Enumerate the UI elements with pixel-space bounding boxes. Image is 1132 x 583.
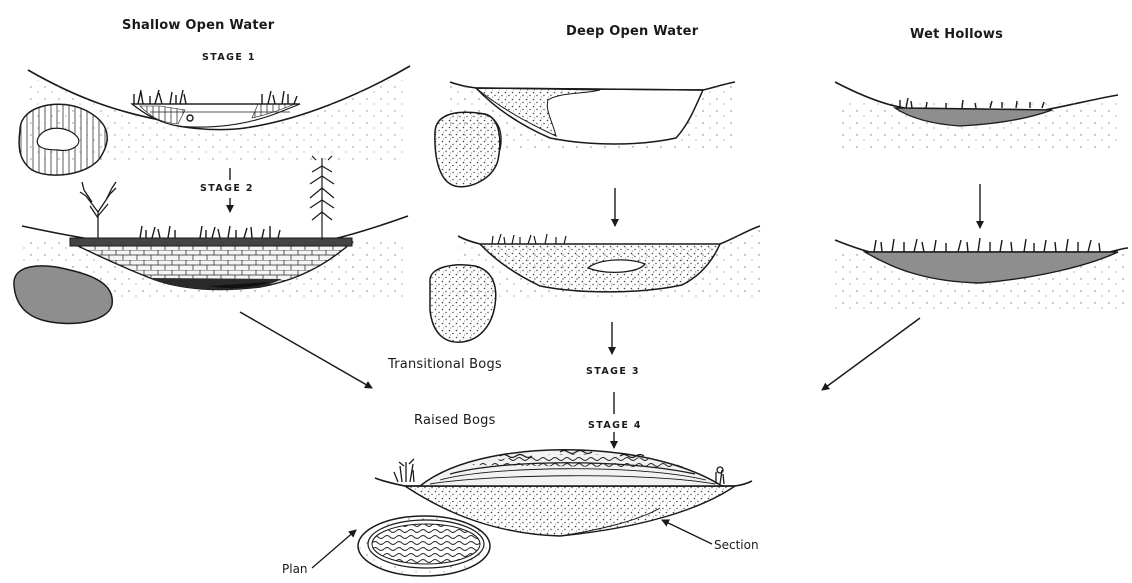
section-label: Section (714, 538, 759, 552)
deep-mid-section (458, 226, 760, 301)
deep-open-water-label: Deep Open Water (566, 24, 698, 39)
stage1-label: STAGE 1 (202, 52, 256, 63)
stage4-label: STAGE 4 (588, 420, 642, 431)
plan-pointer-arrow (312, 530, 356, 568)
stage3-label: STAGE 3 (586, 366, 640, 377)
stage2-label: STAGE 2 (200, 183, 254, 194)
deep-top-plan (435, 112, 501, 186)
deep-mid-plan (430, 265, 496, 342)
section-pointer-arrow (662, 520, 712, 544)
plan-label: Plan (282, 562, 308, 576)
wet-hollows-bottom (835, 238, 1128, 312)
raised-bog-plan (358, 516, 490, 576)
wet-hollows-top (835, 82, 1120, 150)
transitional-bogs-label: Transitional Bogs (388, 357, 502, 372)
raised-bogs-label: Raised Bogs (414, 413, 496, 428)
shallow-to-bogs-arrow (240, 312, 372, 388)
shallow-open-water-label: Shallow Open Water (122, 18, 274, 33)
wet-hollows-label: Wet Hollows (910, 27, 1003, 42)
shallow-stage1-plan (19, 104, 107, 175)
wet-to-bogs-arrow (822, 318, 920, 390)
